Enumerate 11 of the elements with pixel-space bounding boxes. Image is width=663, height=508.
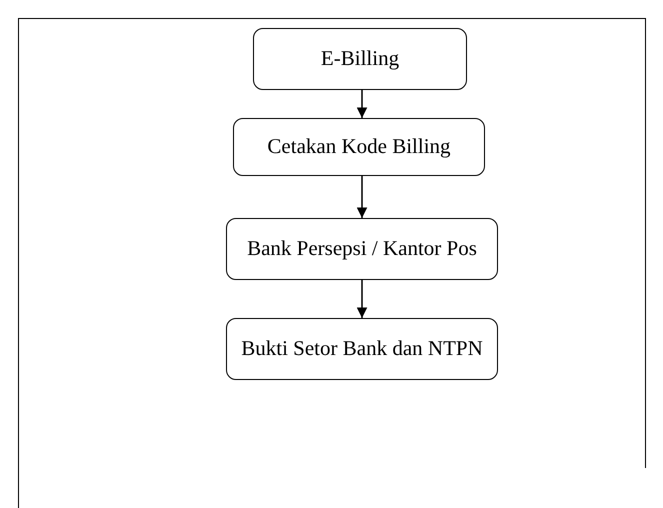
box-label: E-Billing [320, 45, 400, 72]
process-box [226, 318, 498, 380]
box-label: Bukti Setor Bank dan NTPN [241, 335, 483, 362]
process-box [233, 118, 485, 176]
box-label: Cetakan Kode Billing [267, 133, 451, 160]
box-label: Bank Persepsi / Kantor Pos [247, 235, 477, 262]
arrow [356, 176, 368, 218]
process-box [253, 28, 467, 90]
arrow [356, 90, 368, 118]
process-box [226, 218, 498, 280]
arrow [356, 280, 368, 318]
